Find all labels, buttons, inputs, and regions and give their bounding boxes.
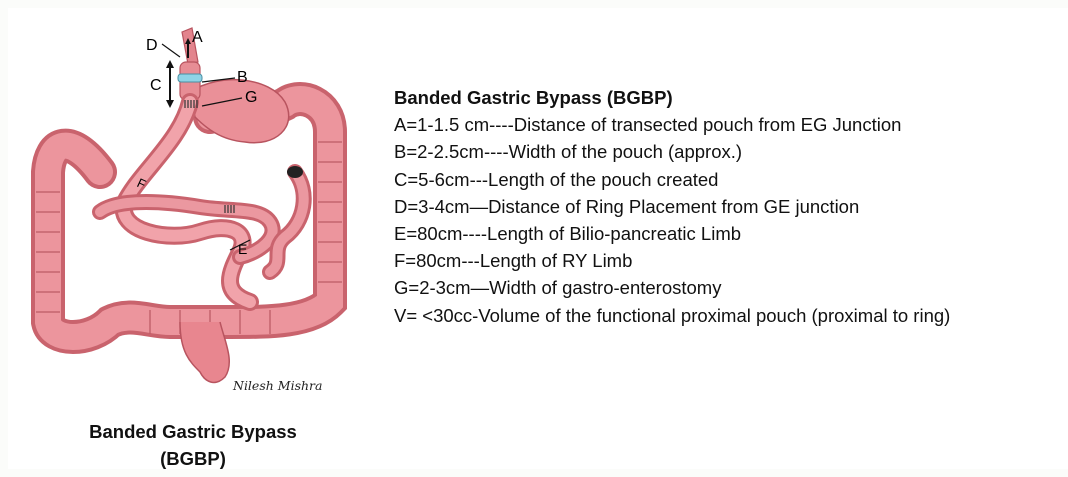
legend-line-b: B=2-2.5cm----Width of the pouch (approx.… xyxy=(394,138,950,165)
measurement-legend: Banded Gastric Bypass (BGBP) A=1-1.5 cm-… xyxy=(394,84,950,329)
label-g: G xyxy=(245,89,257,106)
legend-title: Banded Gastric Bypass (BGBP) xyxy=(394,84,950,111)
gastric-band xyxy=(178,74,202,82)
figure-caption: Banded Gastric Bypass (BGBP) xyxy=(63,418,323,472)
label-a: A xyxy=(192,29,203,46)
anatomy-drawing: A D C B G F E xyxy=(30,22,350,402)
gastric-bypass-illustration: A D C B G F E xyxy=(30,22,350,402)
stomach xyxy=(190,80,289,143)
legend-line-c: C=5-6cm---Length of the pouch created xyxy=(394,166,950,193)
label-d: D xyxy=(146,37,158,54)
label-c: C xyxy=(150,77,162,94)
label-b: B xyxy=(237,69,248,86)
legend-line-d: D=3-4cm—Distance of Ring Placement from … xyxy=(394,193,950,220)
label-e: E xyxy=(238,241,247,257)
caption-line-1: Banded Gastric Bypass xyxy=(63,418,323,445)
rectum xyxy=(180,322,229,382)
legend-line-g: G=2-3cm—Width of gastro-enterostomy xyxy=(394,274,950,301)
legend-line-a: A=1-1.5 cm----Distance of transected pou… xyxy=(394,111,950,138)
legend-line-f: F=80cm---Length of RY Limb xyxy=(394,247,950,274)
colon xyxy=(48,99,330,337)
caption-line-2: (BGBP) xyxy=(63,445,323,472)
legend-line-e: E=80cm----Length of Bilio-pancreatic Lim… xyxy=(394,220,950,247)
legend-line-v: V= <30cc-Volume of the functional proxim… xyxy=(394,302,950,329)
artist-signature: Nilesh Mishra xyxy=(233,378,322,393)
figure-panel: A D C B G F E Nilesh Mishra Banded Gastr… xyxy=(8,8,1068,469)
